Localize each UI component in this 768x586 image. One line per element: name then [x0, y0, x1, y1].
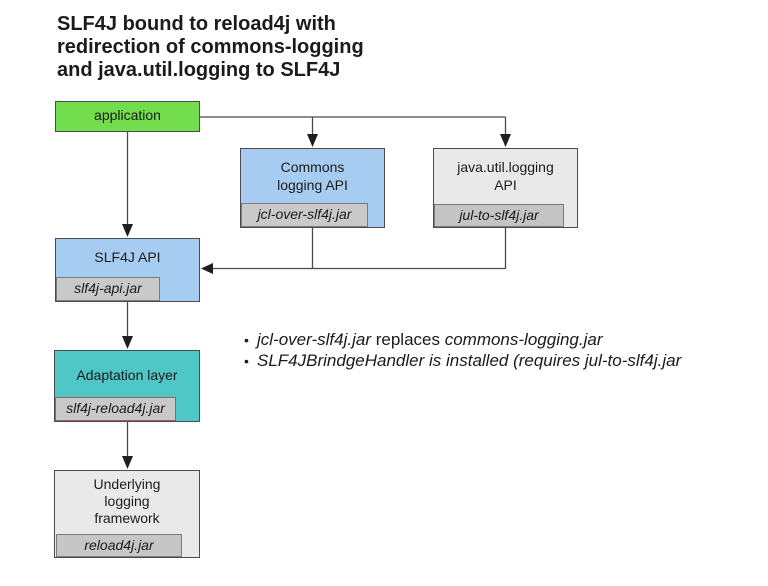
title-line-3: and java.util.logging to SLF4J — [57, 59, 341, 81]
node-commons-label-line-2: logging API — [277, 177, 348, 193]
title-line-2: redirection of commons-logging — [57, 36, 364, 58]
note-line-2: • SLF4JBrindgeHandler is installed (requi… — [244, 350, 681, 371]
arrowhead-adaptation-to-underlying — [122, 456, 133, 469]
node-jul-label-line-1: java.util.logging — [457, 159, 554, 175]
jar-label-jcl-over-slf4j: jcl-over-slf4j.jar — [241, 203, 368, 227]
note1-replaced-jar-name: commons-logging.jar — [444, 330, 603, 349]
node-slf4j-api: SLF4J API slf4j-api.jar — [55, 238, 200, 302]
node-commons-label-line-1: Commons — [280, 159, 345, 175]
node-java-util-logging-api: java.util.logging API jul-to-slf4j.jar — [433, 148, 578, 228]
diagram-title: SLF4J bound to reload4j with redirection… — [57, 13, 364, 82]
jar-label-jul-to-slf4j: jul-to-slf4j.jar — [434, 204, 564, 227]
node-jul-label-line-2: API — [494, 177, 517, 193]
arrowhead-slf4j-to-adaptation — [122, 336, 133, 349]
jar-label-slf4j-reload4j: slf4j-reload4j.jar — [55, 397, 176, 421]
node-commons-logging-api: Commons logging API jcl-over-slf4j.jar — [240, 148, 385, 228]
arrowhead-app-to-slf4j — [122, 224, 133, 237]
arrowhead-into-slf4j — [201, 263, 213, 274]
node-underlying-framework: Underlying logging framework reload4j.ja… — [54, 470, 200, 558]
node-underlying-label-line-3: framework — [94, 510, 160, 526]
node-adaptation-label: Adaptation layer — [76, 367, 178, 383]
arrowhead-to-jul — [500, 134, 511, 147]
note1-jar-name: jcl-over-slf4j.jar — [257, 330, 371, 349]
node-adaptation-layer: Adaptation layer slf4j-reload4j.jar — [54, 350, 200, 422]
note-line-1: • jcl-over-slf4j.jar replaces commons-log… — [244, 329, 681, 350]
jar-label-reload4j: reload4j.jar — [56, 534, 182, 557]
node-application-label: application — [94, 107, 161, 123]
node-application: application — [55, 101, 200, 132]
title-line-1: SLF4J bound to reload4j with — [57, 13, 336, 35]
node-underlying-label-line-1: Underlying — [93, 476, 161, 492]
jar-label-slf4j-api: slf4j-api.jar — [56, 277, 160, 301]
footnotes: • jcl-over-slf4j.jar replaces commons-log… — [244, 329, 681, 371]
node-slf4j-label: SLF4J API — [94, 249, 161, 265]
node-underlying-label-line-2: logging — [104, 493, 150, 509]
arrowhead-to-commons — [307, 134, 318, 147]
note1-middle-text: replaces — [371, 330, 445, 349]
bullet-icon: • — [244, 332, 249, 348]
bullet-icon: • — [244, 353, 249, 369]
note2-text: SLF4JBrindgeHandler is installed (requir… — [257, 351, 682, 370]
